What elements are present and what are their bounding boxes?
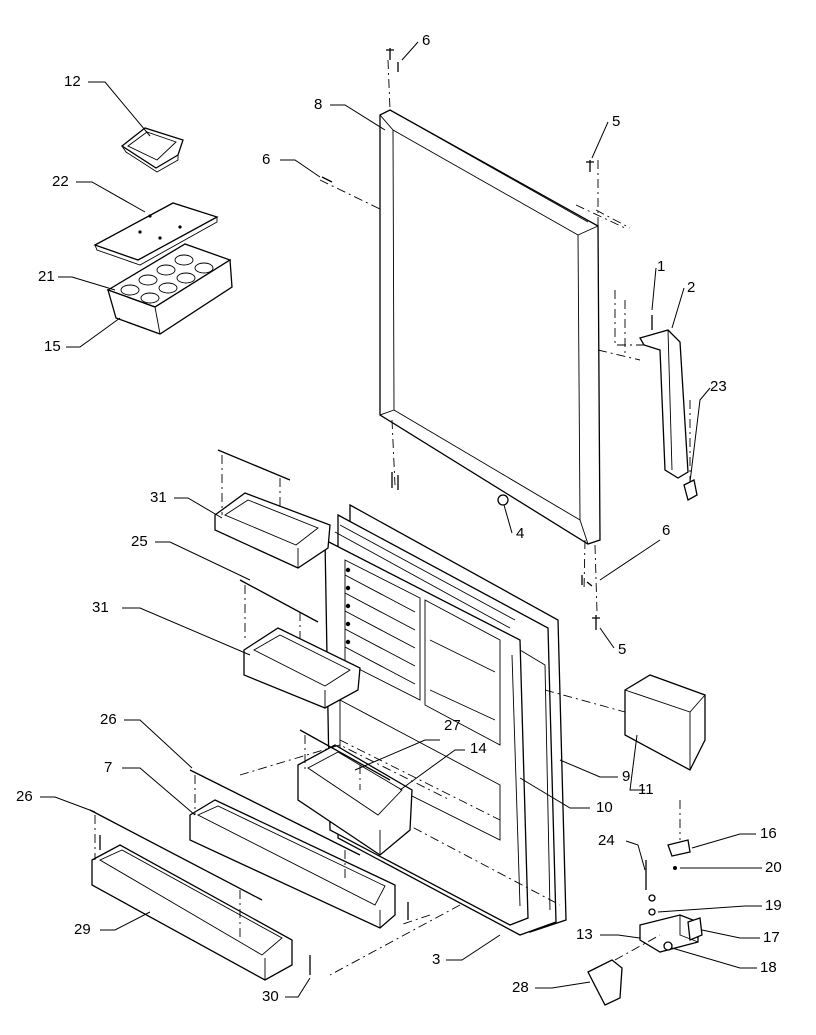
callout-17: 17: [763, 929, 780, 946]
callout-1: 1: [657, 258, 666, 275]
callout-10: 10: [596, 799, 613, 816]
callout-4: 4: [516, 525, 525, 542]
callout-13: 13: [576, 926, 593, 943]
callout-29: 29: [74, 921, 91, 938]
callout-15: 15: [44, 338, 61, 355]
callout-8: 8: [314, 96, 323, 113]
callout-6-left: 6: [262, 151, 271, 168]
callout-11: 11: [638, 781, 654, 798]
callout-7: 7: [104, 759, 113, 776]
screws: [321, 48, 600, 630]
leader-lines: [40, 41, 762, 998]
part-12-tray: [120, 127, 184, 173]
part-2-hinge: [614, 290, 698, 501]
callout-20: 20: [765, 859, 782, 876]
part-29-bottom-bin: [89, 809, 311, 981]
callout-31-lower: 31: [92, 599, 109, 616]
callout-16: 16: [760, 825, 777, 842]
callout-24: 24: [598, 832, 615, 849]
callout-27: 27: [444, 717, 461, 734]
callout-14: 14: [470, 740, 487, 757]
callout-6-right: 6: [662, 522, 671, 539]
callout-23: 23: [710, 378, 727, 395]
callout-25: 25: [131, 533, 148, 550]
callout-26-lower: 26: [16, 788, 33, 805]
callout-9: 9: [622, 768, 631, 785]
callout-31-upper: 31: [150, 489, 167, 506]
part-4-stop: [497, 494, 509, 506]
part-7-long-bin: [189, 769, 409, 929]
part-14-bin: [297, 729, 413, 856]
callout-26-upper: 26: [100, 711, 117, 728]
part-15-ice-bin: [106, 243, 233, 335]
part-11-cover: [544, 674, 706, 771]
part-31-upper-bin: [214, 449, 331, 569]
callout-12: 12: [64, 73, 81, 90]
part-22-lid: [93, 202, 219, 266]
callout-30: 30: [262, 988, 279, 1005]
callout-5-top: 5: [612, 113, 621, 130]
callout-6-top: 6: [422, 32, 431, 49]
callout-2: 2: [687, 279, 696, 296]
lower-hinge-hardware: [587, 800, 703, 1006]
part-8-gasket-frame: [319, 59, 641, 613]
callout-5-bottom: 5: [618, 641, 627, 658]
callout-19: 19: [765, 897, 782, 914]
part-25-rail: [239, 579, 319, 650]
callout-21: 21: [38, 268, 55, 285]
ice-cups: [120, 254, 214, 304]
callout-28: 28: [512, 979, 529, 996]
callout-3: 3: [432, 951, 441, 968]
callout-18: 18: [760, 959, 777, 976]
assembly-lines: [239, 744, 461, 976]
callout-22: 22: [52, 173, 69, 190]
part-31-lower-bin: [243, 627, 361, 709]
